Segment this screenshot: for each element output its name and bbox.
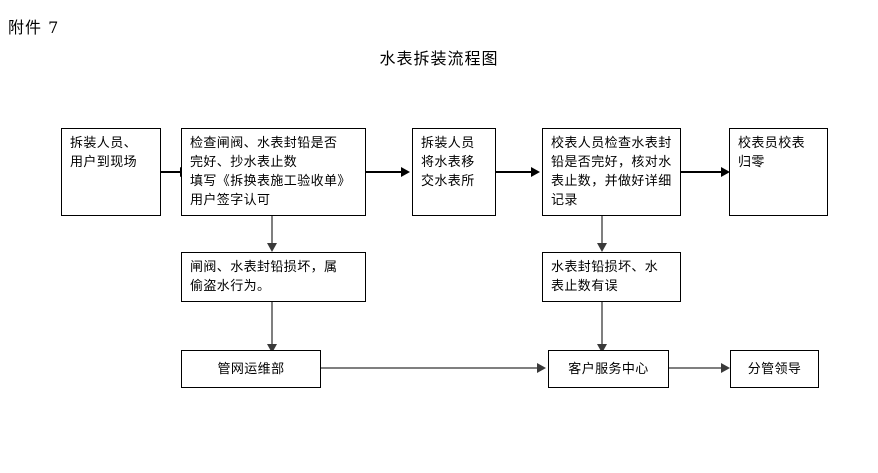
node-supervising-leader[interactable]: 分管领导 xyxy=(730,350,819,388)
node-dismantling-staff-user-onsite[interactable]: 拆装人员、 用户到现场 xyxy=(61,128,161,216)
node-transfer-meter-to-office[interactable]: 拆装人员 将水表移 交水表所 xyxy=(412,128,496,216)
node-calibrator-reset-meter[interactable]: 校表员校表 归零 xyxy=(729,128,828,216)
arrowhead-n2-to-n6 xyxy=(267,243,277,252)
connector-n9-to-n10 xyxy=(669,367,723,370)
node-seal-damaged-reading-error[interactable]: 水表封铅损坏、水 表止数有误 xyxy=(542,252,681,302)
arrowhead-n6-to-n8 xyxy=(267,344,277,353)
page-title: 水表拆装流程图 xyxy=(379,49,499,68)
arrowhead-n9-to-n10 xyxy=(721,363,730,373)
arrowhead-n3-to-n4 xyxy=(531,167,540,177)
arrowhead-n4-to-n5 xyxy=(721,167,730,177)
arrowhead-n2-to-n3 xyxy=(401,167,410,177)
arrowhead-n7-to-n9 xyxy=(597,344,607,353)
connector-n2-to-n6 xyxy=(271,216,274,246)
arrowhead-n4-to-n7 xyxy=(597,243,607,252)
connector-n3-to-n4 xyxy=(496,171,532,173)
connector-n1-to-n2 xyxy=(161,171,181,173)
node-pipeline-maintenance-dept[interactable]: 管网运维部 xyxy=(181,350,321,388)
node-inspect-valve-seal-record[interactable]: 检查闸阀、水表封铅是否 完好、抄水表止数 填写《拆换表施工验收单》 用户签字认可 xyxy=(181,128,366,216)
node-customer-service-center[interactable]: 客户服务中心 xyxy=(548,350,669,388)
connector-n4-to-n5 xyxy=(681,171,723,173)
connector-n7-to-n9 xyxy=(601,302,604,348)
node-calibrator-check-seal-reading[interactable]: 校表人员检查水表封 铅是否完好，核对水 表止数，并做好详细 记录 xyxy=(542,128,681,216)
connector-n4-to-n7 xyxy=(601,216,604,246)
arrowhead-n8-to-n9 xyxy=(537,363,546,373)
node-seal-damage-water-theft[interactable]: 闸阀、水表封铅损坏，属 偷盗水行为。 xyxy=(181,252,366,302)
connector-n8-to-n9 xyxy=(321,367,539,370)
connector-n2-to-n3 xyxy=(366,171,402,173)
connector-n6-to-n8 xyxy=(271,302,274,348)
attachment-label: 附件 7 xyxy=(8,18,60,37)
